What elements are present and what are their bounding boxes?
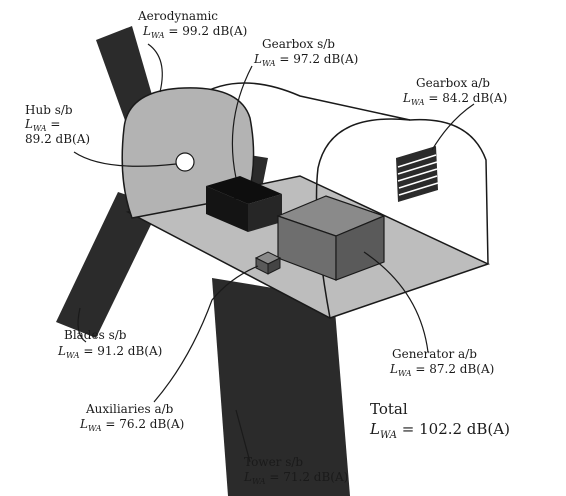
svg-text:LWA = 71.2 dB(A): LWA = 71.2 dB(A) <box>243 470 348 486</box>
gearbox-ab-name: Gearbox a/b <box>416 76 490 90</box>
svg-text:LWA = 97.2 dB(A): LWA = 97.2 dB(A) <box>253 52 358 68</box>
label-gearbox-sb: Gearbox s/b LWA = 97.2 dB(A) <box>253 37 358 68</box>
leader-auxiliaries-ab <box>153 265 259 403</box>
hub-sb-value-2: 89.2 dB(A) <box>25 132 90 146</box>
blade-lower <box>56 192 160 338</box>
label-hub-sb: Hub s/b LWA = 89.2 dB(A) <box>24 103 90 146</box>
svg-text:LWA =: LWA = <box>24 117 60 133</box>
auxiliaries-ab-value: = 76.2 dB(A) <box>105 417 184 431</box>
auxiliaries-ab-name: Auxiliaries a/b <box>85 402 174 416</box>
leader-gearbox-ab <box>431 103 475 151</box>
gearbox-sb-value: = 97.2 dB(A) <box>279 52 358 66</box>
leader-hub-sb <box>73 151 177 167</box>
leader-gearbox-sb <box>231 65 253 179</box>
leader-tower-sb <box>235 409 251 463</box>
leader-aerodynamic <box>147 43 163 93</box>
label-generator-ab: Generator a/b LWA = 87.2 dB(A) <box>389 347 494 378</box>
blades-sb-value: = 91.2 dB(A) <box>83 344 162 358</box>
leader-lines <box>73 43 475 463</box>
label-aerodynamic: Aerodynamic LWA = 99.2 dB(A) <box>137 9 247 40</box>
hub-center <box>175 152 195 172</box>
hub-sb-name: Hub s/b <box>25 103 73 117</box>
svg-text:LWA = 84.2 dB(A): LWA = 84.2 dB(A) <box>402 91 507 107</box>
leader-blades-sb <box>77 307 87 343</box>
label-auxiliaries-ab: Auxiliaries a/b LWA = 76.2 dB(A) <box>79 402 184 433</box>
svg-text:LWA = 91.2 dB(A): LWA = 91.2 dB(A) <box>57 344 162 360</box>
nacelle-housing-outline <box>197 82 489 265</box>
svg-text:LWA = 99.2 dB(A): LWA = 99.2 dB(A) <box>142 24 247 40</box>
ventilation-grille <box>396 146 439 202</box>
tower <box>212 278 350 496</box>
generator-ab-value: = 87.2 dB(A) <box>415 362 494 376</box>
gearbox-sb-name: Gearbox s/b <box>262 37 335 51</box>
label-total: Total LWA = 102.2 dB(A) <box>369 400 510 441</box>
svg-text:LWA = 102.2 dB(A): LWA = 102.2 dB(A) <box>369 420 510 441</box>
auxiliaries-box <box>254 251 282 275</box>
gearbox-box <box>206 176 282 232</box>
generator-ab-name: Generator a/b <box>392 347 477 361</box>
label-tower-sb: Tower s/b LWA = 71.2 dB(A) <box>243 455 348 486</box>
blades-sb-name: Blades s/b <box>64 328 127 342</box>
hub-sb-value: = <box>50 117 60 131</box>
total-value: = 102.2 dB(A) <box>402 420 510 438</box>
tower-sb-name: Tower s/b <box>244 455 303 469</box>
generator-box <box>276 195 386 281</box>
label-gearbox-ab: Gearbox a/b LWA = 84.2 dB(A) <box>402 76 507 107</box>
total-name: Total <box>370 400 408 418</box>
tower-sb-value: = 71.2 dB(A) <box>269 470 348 484</box>
svg-text:LWA = 87.2 dB(A): LWA = 87.2 dB(A) <box>389 362 494 378</box>
svg-text:LWA = 76.2 dB(A): LWA = 76.2 dB(A) <box>79 417 184 433</box>
aerodynamic-name: Aerodynamic <box>137 9 218 23</box>
label-blades-sb: Blades s/b LWA = 91.2 dB(A) <box>57 328 162 360</box>
leader-generator-ab <box>363 251 429 353</box>
gearbox-ab-value: = 84.2 dB(A) <box>428 91 507 105</box>
aerodynamic-value: = 99.2 dB(A) <box>168 24 247 38</box>
